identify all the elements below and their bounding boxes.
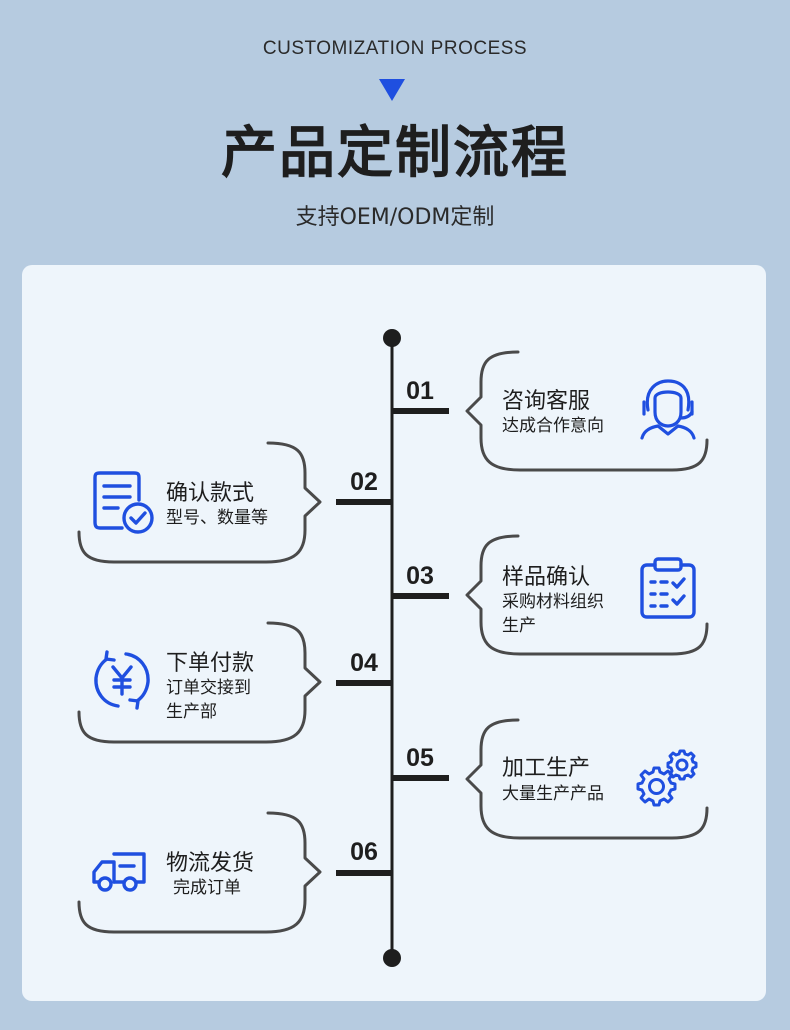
card-outline-01: [465, 350, 709, 472]
tagline: 支持OEM/ODM定制: [295, 205, 495, 230]
card-outline-04: [77, 621, 322, 744]
clipboard-check-icon: [640, 557, 696, 619]
page-title: 产品定制流程: [221, 121, 569, 186]
card-outline-03: [465, 534, 709, 656]
delivery-truck-icon: [92, 852, 146, 892]
step-title-05: 加工生产: [502, 756, 591, 781]
step-desc-04-line2: 生产部: [166, 702, 217, 722]
step-bar-03: [392, 593, 449, 599]
customer-service-icon: [640, 379, 696, 440]
step-desc-01: 达成合作意向: [502, 416, 604, 436]
step-number-01: 01: [406, 377, 434, 405]
step-title-06: 物流发货: [166, 851, 255, 876]
card-outline-02: [77, 441, 322, 564]
step-bar-04: [336, 680, 392, 686]
step-number-05: 05: [406, 744, 434, 772]
step-desc-04-line1: 订单交接到: [166, 678, 251, 698]
down-arrow-icon: [379, 79, 405, 101]
step-number-03: 03: [406, 562, 434, 590]
step-desc-03-line2: 生产: [502, 616, 536, 636]
step-desc-05: 大量生产产品: [502, 784, 604, 804]
timeline-end-dot: [383, 949, 401, 967]
document-check-icon: [93, 471, 154, 534]
step-bar-05: [392, 775, 449, 781]
card-outline-05: [465, 718, 709, 840]
step-number-04: 04: [350, 649, 378, 677]
card-outline-06: [77, 811, 322, 934]
subtitle-en: CUSTOMIZATION PROCESS: [262, 38, 528, 59]
step-bar-02: [336, 499, 392, 505]
step-desc-03-line1: 采购材料组织: [502, 592, 604, 612]
step-desc-06: 完成订单: [173, 878, 241, 898]
step-number-02: 02: [350, 468, 378, 496]
step-title-01: 咨询客服: [502, 389, 591, 414]
step-number-06: 06: [350, 838, 378, 866]
timeline-start-dot: [383, 329, 401, 347]
step-title-03: 样品确认: [502, 565, 591, 590]
process-panel: [22, 265, 766, 1001]
yuan-refresh-icon: [94, 650, 150, 710]
gears-icon: [636, 749, 698, 807]
step-title-02: 确认款式: [166, 481, 255, 506]
step-bar-06: [336, 870, 392, 876]
step-title-04: 下单付款: [166, 651, 255, 676]
step-desc-02: 型号、数量等: [166, 508, 268, 528]
step-bar-01: [392, 408, 449, 414]
